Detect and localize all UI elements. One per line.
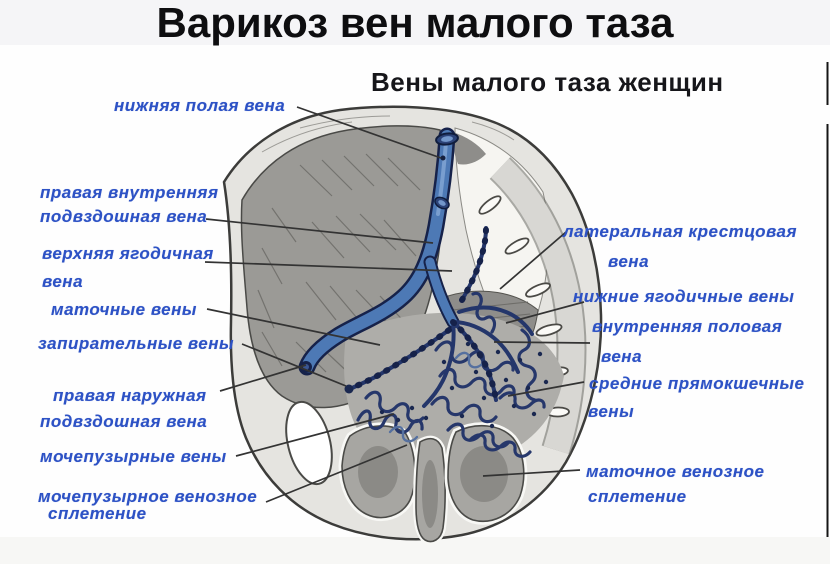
label-vesical-venous-plexus-line1: мочепузырное венозное <box>38 487 258 506</box>
label-lateral-sacral-vein-line1: латеральная крестцовая <box>563 222 798 241</box>
vena-cava-opening <box>435 132 459 146</box>
leader-line-vesical-venous-plexus <box>265 444 408 503</box>
sciatic-notch-shadow <box>452 132 486 165</box>
label-inferior-gluteal-veins: нижние ягодичные вены <box>573 287 795 306</box>
title-band <box>0 0 830 45</box>
label-middle-rectal-veins-line2: вены <box>588 402 635 421</box>
label-vesical-veins: мочепузырные вены <box>40 447 227 466</box>
label-uterine-veins: маточные вены <box>51 300 197 319</box>
iliac-veins-graphic <box>298 127 534 408</box>
vagina-shape <box>412 435 449 545</box>
label-right-external-iliac-vein-line2: подвздошная вена <box>40 412 208 431</box>
leader-lines <box>204 106 591 503</box>
rectum-shape <box>444 422 528 525</box>
leader-line-uterine-veins <box>206 308 381 346</box>
label-middle-rectal-veins-line1: средние прямокшечные <box>589 374 805 393</box>
label-right-external-iliac-vein-line1: правая наружная <box>53 386 207 405</box>
obturator-foramen-graphic <box>285 400 333 486</box>
label-right-internal-iliac-vein-line1: правая внутренняя <box>40 183 219 202</box>
leader-line-obturator-veins <box>241 343 347 387</box>
leader-line-superior-gluteal-vein <box>204 261 453 272</box>
label-uterine-venous-plexus-line2: сплетение <box>588 487 687 506</box>
diagram-subtitle: Вены малого таза женщин <box>371 67 724 97</box>
label-lateral-sacral-vein-line2: вена <box>608 252 650 271</box>
page-title: Варикоз вен малого таза <box>156 0 674 46</box>
obturator-vein-end <box>344 384 354 394</box>
label-internal-pudendal-vein-line2: вена <box>601 347 643 366</box>
label-superior-gluteal-vein-line2: вена <box>42 272 84 291</box>
leader-line-vesical-veins <box>235 413 395 457</box>
bottom-band <box>0 537 830 564</box>
label-right-internal-iliac-vein-line2: подвздошная вена <box>40 207 208 226</box>
common-iliac-opening <box>434 196 450 210</box>
label-obturator-veins: запирательные вены <box>38 334 235 353</box>
leader-line-lateral-sacral-vein <box>499 231 567 290</box>
label-internal-pudendal-vein-line1: внутренняя половая <box>592 317 783 336</box>
leader-line-inferior-gluteal-veins <box>505 301 585 324</box>
sacrum-graphic <box>454 127 587 455</box>
vein-chain-beads <box>347 225 499 403</box>
leader-line-internal-pudendal-vein <box>493 341 591 344</box>
leader-line-inferior-vena-cava <box>296 106 442 159</box>
leader-line-middle-rectal-veins <box>507 381 585 397</box>
pelvic-organs-graphic <box>338 422 528 545</box>
label-vesical-venous-plexus-line2: сплетение <box>48 504 147 523</box>
label-uterine-venous-plexus-line1: маточное венозное <box>586 462 765 481</box>
leader-line-right-external-iliac-vein <box>219 364 307 392</box>
plexus-beads <box>379 341 549 429</box>
leader-line-uterine-venous-plexus <box>482 469 581 477</box>
leader-line-right-internal-iliac-vein <box>205 218 434 244</box>
label-superior-gluteal-vein-line1: верхняя ягодичная <box>42 244 214 263</box>
label-inferior-vena-cava: нижняя полая вена <box>114 96 286 115</box>
leader-target-dot <box>440 155 446 161</box>
